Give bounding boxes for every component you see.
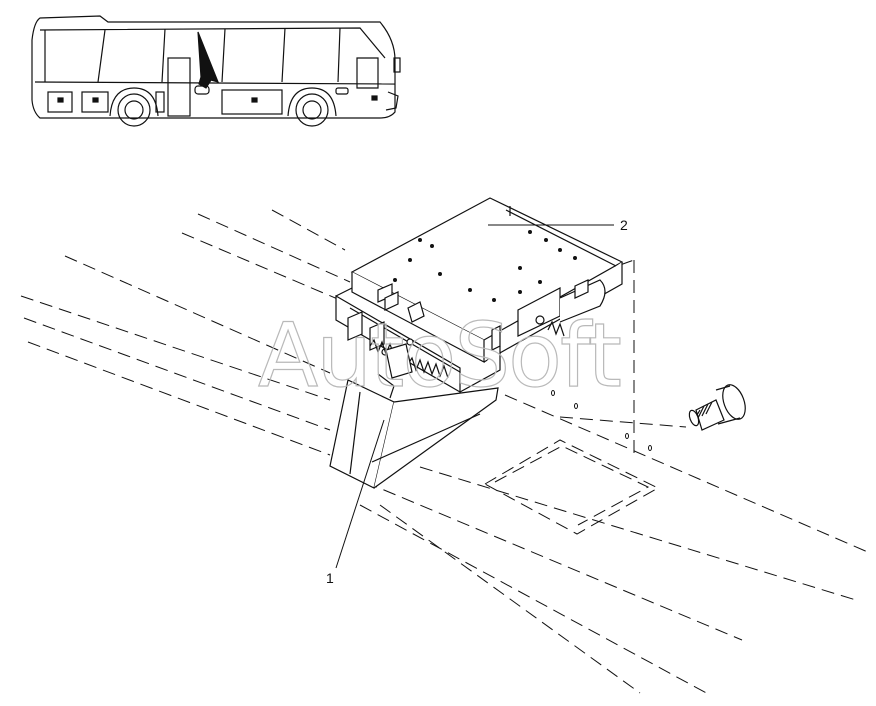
callout-2: 2: [488, 217, 628, 233]
callout-1-leader: [335, 419, 385, 569]
mud-flap-bracket-assembly: [329, 343, 499, 489]
tension-springs: [369, 320, 565, 379]
dashed-frame-lines: [20, 209, 871, 696]
location-pointer-arrow: [197, 31, 220, 89]
callout-1: 1: [326, 419, 385, 586]
watermark-text: AutoSoft: [258, 304, 620, 407]
housing-rivets: [393, 230, 577, 302]
callout-2-label: 2: [620, 217, 628, 233]
countersunk-bolt: [688, 384, 746, 431]
callout-1-label: 1: [326, 570, 334, 586]
battery-tray-housing: [335, 197, 624, 394]
bus-locator-illustration: [31, 15, 401, 127]
mounting-holes: [551, 390, 652, 451]
